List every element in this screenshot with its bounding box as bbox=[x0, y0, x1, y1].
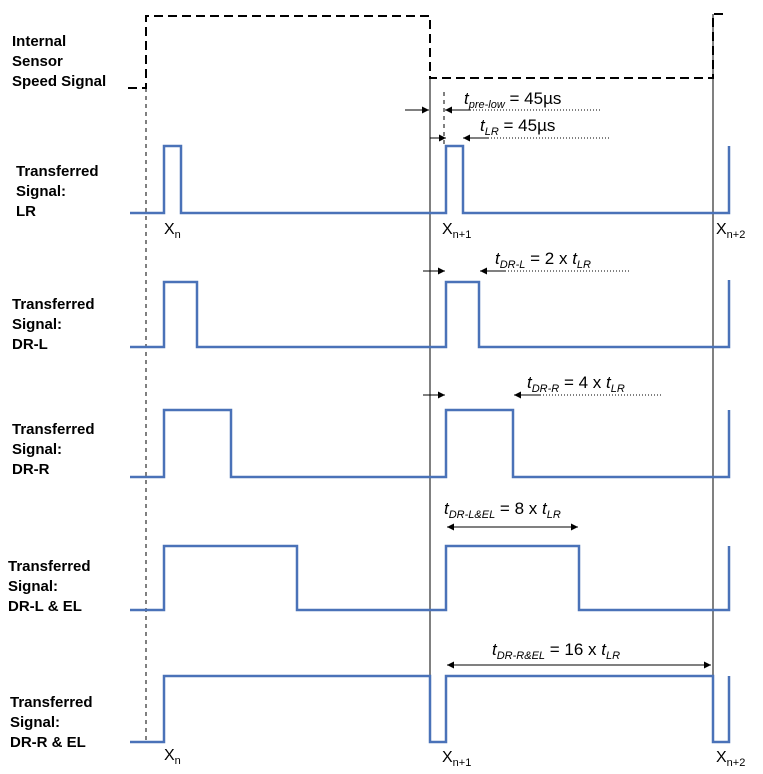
marker-xn2-bottom: Xn+2 bbox=[716, 749, 745, 769]
drl-label: Transferred Signal: DR-L bbox=[12, 296, 99, 353]
lr-signal-trace bbox=[130, 144, 731, 215]
lr-label: Transferred Signal: LR bbox=[16, 163, 103, 220]
marker-xn1-top: Xn+1 bbox=[442, 221, 471, 241]
drrel-annotation: tDR-R&EL = 16 x tLR bbox=[492, 640, 620, 662]
internal-speed-signal-trace bbox=[128, 13, 728, 89]
marker-xn-top: Xn bbox=[164, 221, 181, 241]
marker-xn-bottom: Xn bbox=[164, 747, 181, 767]
drlel-label: Transferred Signal: DR-L & EL bbox=[8, 558, 95, 615]
drrel-signal-trace bbox=[130, 674, 731, 744]
lr-annotation: tLR = 45µs bbox=[480, 116, 555, 138]
drr-annotation: tDR-R = 4 x tLR bbox=[527, 373, 625, 395]
marker-xn1-bottom: Xn+1 bbox=[442, 749, 471, 769]
pre-low-annotation: tpre-low = 45µs bbox=[464, 89, 561, 111]
drr-label: Transferred Signal: DR-R bbox=[12, 421, 99, 478]
marker-xn2-top: Xn+2 bbox=[716, 221, 745, 241]
drlel-annotation: tDR-L&EL = 8 x tLR bbox=[444, 499, 561, 521]
drrel-label: Transferred Signal: DR-R & EL bbox=[10, 694, 97, 751]
internal-label: Internal Sensor Speed Signal bbox=[12, 33, 106, 90]
drl-signal-trace bbox=[130, 280, 731, 349]
drl-annotation: tDR-L = 2 x tLR bbox=[495, 249, 591, 271]
drr-signal-trace bbox=[130, 408, 731, 479]
drlel-signal-trace bbox=[130, 544, 731, 612]
